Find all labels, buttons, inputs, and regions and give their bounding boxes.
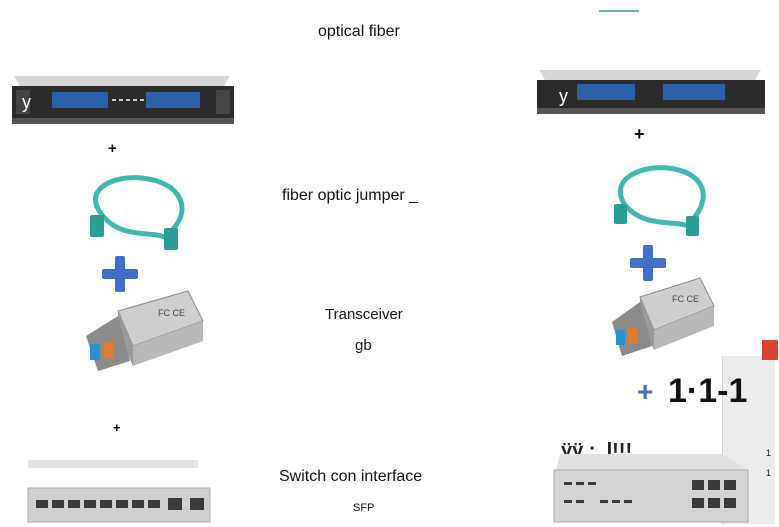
- label-switch: Switch con interface: [279, 468, 423, 485]
- label-jumper: fiber optic jumper _: [282, 187, 419, 204]
- patch-panel-right: y: [537, 70, 765, 114]
- side-tick-2: 1: [766, 468, 772, 478]
- panel-label-left: y: [22, 92, 31, 112]
- sfp-transceiver-right: FC CE: [612, 277, 715, 356]
- fiber-jumper-right: [614, 165, 706, 236]
- plus-right-2: +: [637, 376, 654, 407]
- label-optical-fiber: optical fiber: [318, 23, 400, 40]
- switch-right: [553, 454, 749, 523]
- sfp-transceiver-left: FC CE: [86, 290, 204, 371]
- panel-label-right: y: [559, 86, 568, 106]
- plus-right-1: +: [634, 124, 645, 144]
- plus-left-2: +: [113, 420, 121, 435]
- plus-left-1: +: [108, 140, 117, 157]
- svg-text:FC CE: FC CE: [158, 308, 185, 318]
- right-number-label: 1·1-1: [668, 372, 748, 410]
- top-line-decoration: [599, 10, 639, 12]
- red-corner-decoration: [762, 340, 778, 360]
- switch-left: [27, 460, 211, 523]
- plus-blue-left: [102, 256, 138, 292]
- side-tick-1: 1: [766, 448, 772, 458]
- svg-text:FC CE: FC CE: [672, 294, 699, 304]
- plus-blue-right: [630, 245, 666, 281]
- label-transceiver: Transceiver: [325, 306, 403, 323]
- fiber-jumper-left: [90, 175, 185, 250]
- patch-panel-left: y: [12, 76, 234, 124]
- label-gb: gb: [355, 337, 372, 354]
- label-sfp: SFP: [353, 502, 375, 514]
